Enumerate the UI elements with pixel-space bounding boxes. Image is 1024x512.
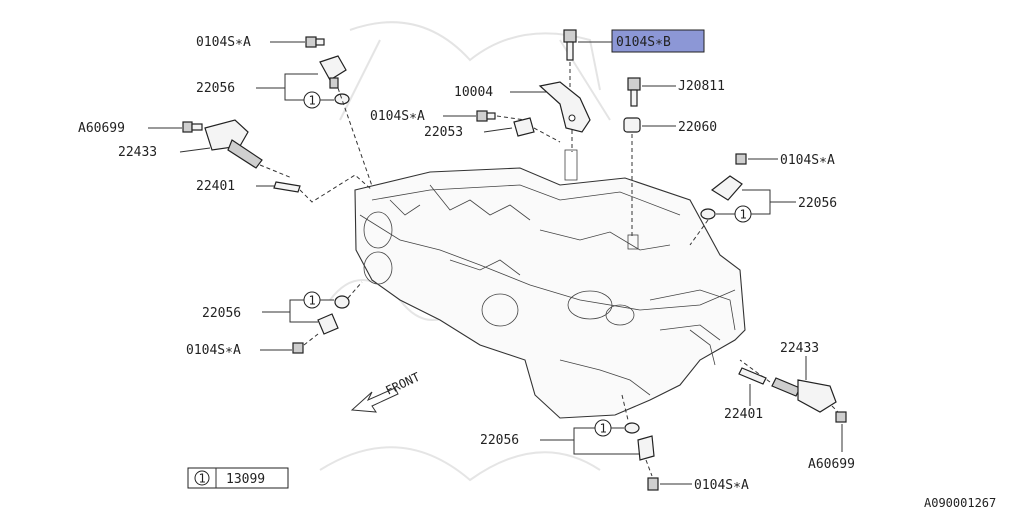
bolt-icon <box>305 36 325 48</box>
cylinder-head-drawing <box>354 149 746 419</box>
svg-text:1: 1 <box>740 208 747 222</box>
bolt-icon <box>735 153 747 165</box>
part-group-mid: 0104S∗A 22053 <box>370 109 561 143</box>
label-22060[interactable]: 22060 <box>678 120 717 135</box>
label-22401-right[interactable]: 22401 <box>724 407 763 422</box>
part-group-top-right: J20811 22060 <box>623 77 725 236</box>
label-22056-bottom[interactable]: 22056 <box>480 433 519 448</box>
label-0104SA-mid[interactable]: 0104S∗A <box>370 109 425 124</box>
part-group-right-bottom: 22433 22401 A60699 <box>724 341 855 472</box>
cam-sensor-icon <box>637 435 655 461</box>
knock-sensor-icon <box>513 117 535 137</box>
svg-text:1: 1 <box>600 422 607 436</box>
bolt-icon <box>182 121 203 133</box>
label-22433-right[interactable]: 22433 <box>780 341 819 356</box>
bolt-icon <box>563 29 577 61</box>
diagram-reference-code: A090001267 <box>924 496 996 510</box>
part-group-left-lower: 22056 1 0104S∗A <box>186 281 363 358</box>
label-22053[interactable]: 22053 <box>424 125 463 140</box>
spark-plug-icon <box>738 367 767 385</box>
o-ring-icon <box>334 93 350 105</box>
label-22401-left[interactable]: 22401 <box>196 179 235 194</box>
legend-box: 1 13099 <box>187 467 289 489</box>
bolt-icon <box>627 77 641 107</box>
label-0104SA-top[interactable]: 0104S∗A <box>196 35 251 50</box>
callout-circle: 1 <box>734 205 752 223</box>
cam-sensor-icon <box>710 175 743 201</box>
label-10004[interactable]: 10004 <box>454 85 493 100</box>
label-22056-left-lower[interactable]: 22056 <box>202 306 241 321</box>
cam-sensor-icon <box>317 313 339 335</box>
part-group-bottom: 22056 1 0104S∗A <box>480 394 749 493</box>
front-arrow: FRONT <box>350 370 422 413</box>
svg-text:1: 1 <box>309 94 316 108</box>
part-group-right: 0104S∗A 1 22056 <box>689 153 837 246</box>
ignition-coil-icon <box>204 119 263 169</box>
front-label: FRONT <box>383 370 422 398</box>
o-ring-icon <box>624 422 640 434</box>
bolt-icon <box>292 342 304 354</box>
label-0104SA-bottom[interactable]: 0104S∗A <box>694 478 749 493</box>
bracket-icon <box>538 81 591 133</box>
bolt-icon <box>647 477 659 491</box>
legend-part-number[interactable]: 13099 <box>226 472 265 487</box>
callout-circle: 1 <box>303 291 321 309</box>
part-group-top-center: 0104S∗B 10004 <box>454 29 705 152</box>
label-22056-right[interactable]: 22056 <box>798 196 837 211</box>
svg-text:1: 1 <box>309 294 316 308</box>
highlighted-part-box[interactable] <box>611 29 705 53</box>
label-A60699-right[interactable]: A60699 <box>808 457 855 472</box>
label-A60699-left[interactable]: A60699 <box>78 121 125 136</box>
callout-circle: 1 <box>303 91 321 109</box>
legend-number: 1 <box>199 472 206 486</box>
spark-plug-icon <box>273 181 301 193</box>
label-22056-top-left[interactable]: 22056 <box>196 81 235 96</box>
part-group-top-left: 0104S∗A 22056 1 <box>196 35 373 187</box>
callout-circle: 1 <box>594 419 612 437</box>
label-0104SB[interactable]: 0104S∗B <box>616 35 671 50</box>
bolt-icon <box>835 411 847 423</box>
label-J20811[interactable]: J20811 <box>678 79 725 94</box>
part-group-left-ignition: A60699 22433 22401 <box>78 119 373 203</box>
label-0104SA-right[interactable]: 0104S∗A <box>780 153 835 168</box>
label-22433-left[interactable]: 22433 <box>118 145 157 160</box>
ignition-coil-icon <box>771 377 837 413</box>
o-ring-icon <box>334 295 350 309</box>
sensor-icon <box>623 117 641 133</box>
label-0104SA-left-lower[interactable]: 0104S∗A <box>186 343 241 358</box>
o-ring-icon <box>700 208 716 220</box>
cam-sensor-icon <box>319 55 347 89</box>
bolt-icon <box>476 110 496 122</box>
